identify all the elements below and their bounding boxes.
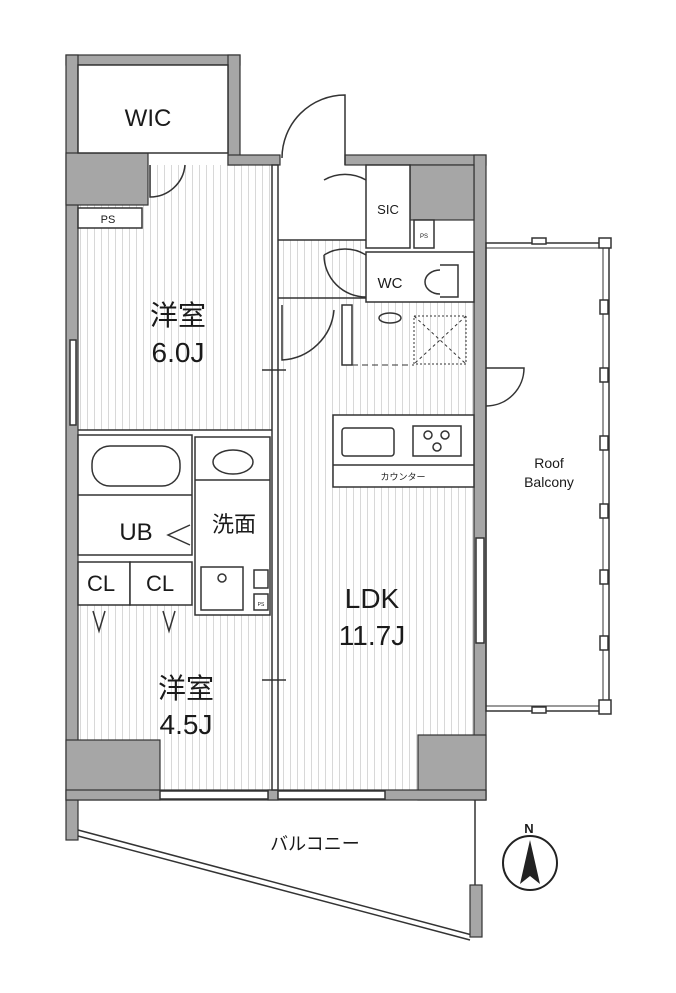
door-swing-icon	[323, 248, 367, 298]
counter-label: カウンター	[380, 472, 425, 482]
ub-label: UB	[119, 519, 152, 546]
balcony-label: バルコニー	[270, 834, 360, 854]
washing-machine-icon	[200, 566, 244, 611]
roof-balcony-label-1: Roof	[534, 455, 564, 471]
interior-walls	[78, 164, 475, 791]
wic-label: WIC	[125, 105, 172, 132]
door-swing-icon	[323, 173, 367, 181]
washroom	[194, 436, 271, 616]
bedroom2-size: 4.5J	[160, 709, 213, 740]
window	[277, 790, 386, 800]
wic-room	[77, 64, 229, 154]
kitchen-counter	[332, 414, 475, 488]
roof-balcony	[485, 237, 612, 715]
bedroom1-size: 6.0J	[152, 337, 205, 368]
closet-2	[129, 561, 193, 606]
door-swing-icon[interactable]	[485, 367, 525, 407]
closet-door-icon	[92, 610, 176, 634]
ps-wash-label: PS	[258, 602, 265, 608]
cl1-label: CL	[87, 571, 115, 596]
door-swing-icon	[281, 305, 335, 361]
roof-balcony-label-2: Balcony	[524, 474, 574, 490]
hall-floor	[278, 240, 366, 300]
sic-label: SIC	[377, 202, 399, 217]
entrance-door-icon[interactable]	[281, 94, 346, 165]
window	[69, 339, 77, 426]
compass-north-label: N	[524, 821, 533, 836]
kitchen-sink-icon	[341, 427, 395, 457]
ps-small-label: PS	[420, 234, 428, 240]
bedroom1-name: 洋室	[150, 300, 206, 331]
closet-1	[77, 561, 131, 606]
window	[475, 537, 485, 644]
window	[159, 790, 269, 800]
washroom-label: 洗面	[212, 512, 256, 537]
shaft-icon	[413, 315, 467, 365]
ldk-floor	[278, 300, 474, 790]
ps-label: PS	[101, 214, 116, 226]
washbasin-icon	[212, 449, 254, 475]
door-swing-icon	[149, 164, 186, 198]
cl2-label: CL	[146, 571, 174, 596]
wc-label: WC	[378, 275, 403, 292]
ldk-size: 11.7J	[339, 620, 405, 651]
sink-icon	[378, 312, 402, 324]
stove-icon	[412, 425, 462, 457]
balcony	[77, 800, 483, 941]
bathtub-icon	[91, 445, 181, 487]
bedroom2-name: 洋室	[158, 673, 214, 704]
compass-icon	[502, 835, 558, 891]
ldk-name: LDK	[345, 583, 400, 614]
toilet-icon	[424, 264, 459, 298]
